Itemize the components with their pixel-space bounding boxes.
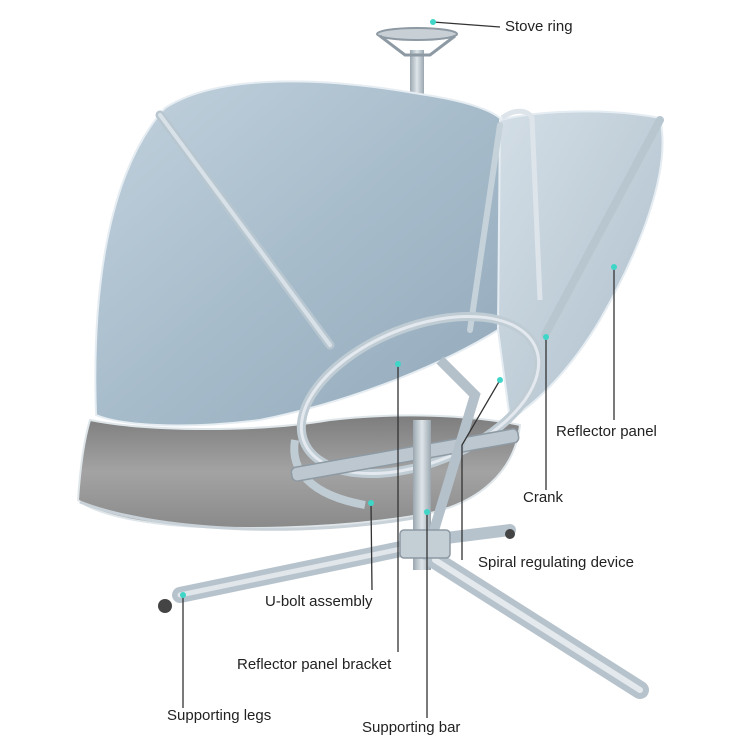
dot-bar bbox=[424, 509, 430, 515]
label-stove-ring: Stove ring bbox=[505, 18, 573, 36]
dot-reflector-panel bbox=[611, 264, 617, 270]
dot-u-bolt bbox=[368, 500, 374, 506]
label-reflector-panel: Reflector panel bbox=[556, 423, 657, 441]
leader-stove-ring bbox=[433, 22, 500, 27]
label-supporting-bar: Supporting bar bbox=[362, 719, 460, 737]
label-supporting-legs: Supporting legs bbox=[167, 707, 271, 725]
dot-stove-ring bbox=[430, 19, 436, 25]
dot-legs bbox=[180, 592, 186, 598]
label-crank: Crank bbox=[523, 489, 563, 507]
label-u-bolt-assembly: U-bolt assembly bbox=[265, 593, 373, 611]
reflector-panel-back bbox=[95, 81, 662, 425]
dot-bracket bbox=[395, 361, 401, 367]
dot-spiral bbox=[497, 377, 503, 383]
dot-crank bbox=[543, 334, 549, 340]
label-reflector-panel-bracket: Reflector panel bracket bbox=[237, 656, 391, 674]
label-spiral-regulating-device: Spiral regulating device bbox=[478, 554, 634, 572]
